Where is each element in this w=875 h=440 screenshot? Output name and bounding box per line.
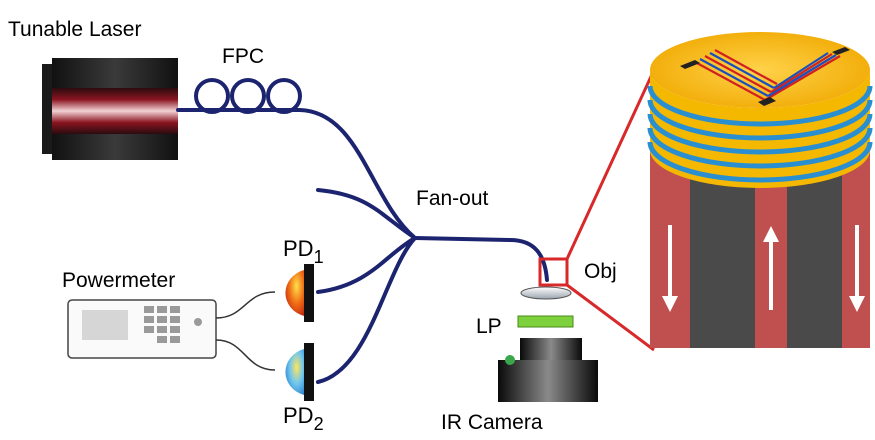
obj-label: Obj: [584, 260, 617, 283]
powermeter-label: Powermeter: [62, 269, 175, 292]
fanout-label: Fan-out: [416, 187, 489, 210]
camera-label: IR Camera: [441, 411, 543, 434]
camera-icon: [498, 338, 598, 402]
arrow-up-icon: [763, 226, 779, 310]
pd1-label: PD1: [283, 236, 324, 267]
fiber-network: [176, 108, 549, 384]
photodiode-icon: [285, 343, 314, 401]
zoom-indicator: [538, 69, 656, 352]
arrow-down-icon: [849, 225, 865, 312]
powermeter-wires: [215, 291, 276, 371]
photodiode-icon: [285, 264, 314, 322]
wave-pattern: [680, 47, 850, 106]
device-cylinder: [647, 32, 873, 348]
lp-label: LP: [476, 315, 502, 338]
laser-icon: [42, 58, 178, 160]
fpc-label: FPC: [222, 45, 264, 68]
laser-label: Tunable Laser: [8, 18, 141, 41]
powermeter-icon: [67, 299, 217, 359]
lens-icon: [520, 286, 572, 300]
pd2-label: PD2: [283, 403, 324, 434]
fiber-loop-icon: [194, 78, 302, 114]
layer-stack: [647, 32, 873, 188]
arrow-down-icon: [662, 225, 678, 312]
polarizer-icon: [517, 315, 574, 328]
